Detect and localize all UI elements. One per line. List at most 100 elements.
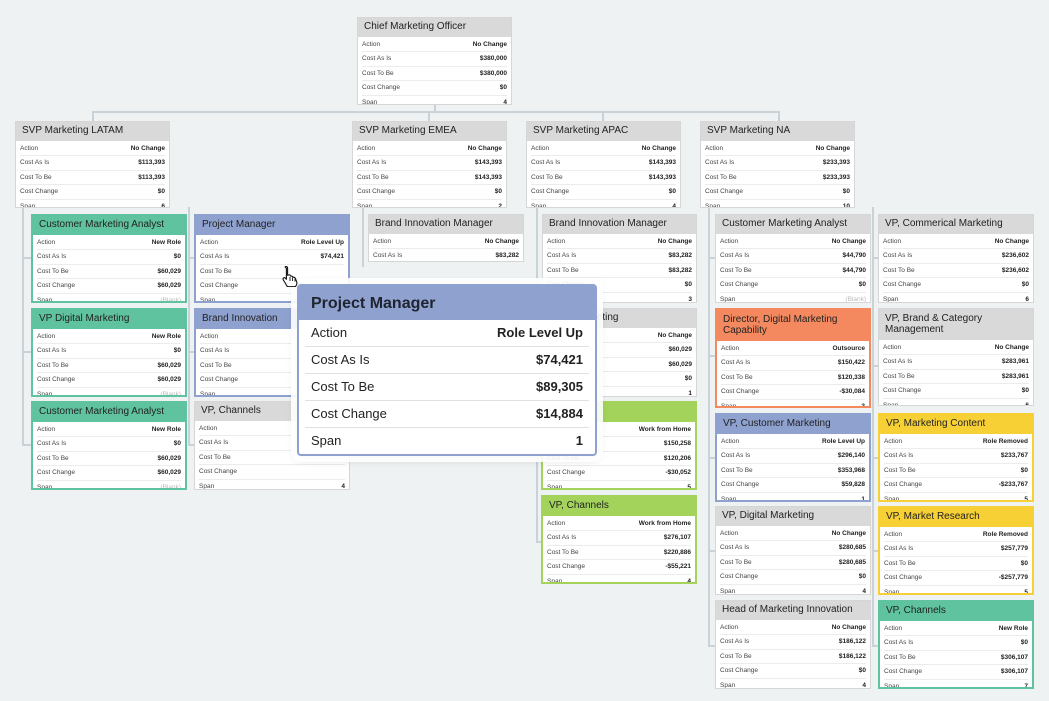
field-label: Span [200, 390, 216, 397]
field-label: Action [362, 41, 381, 48]
field-label: Action [37, 426, 56, 433]
field-value: -$30,052 [665, 469, 691, 477]
field-value: New Role [151, 239, 181, 246]
field-label: Cost As Is [20, 159, 50, 167]
field-value: $113,393 [138, 159, 165, 167]
field-value: $0 [1020, 466, 1028, 474]
field-label: Cost To Be [720, 652, 752, 660]
org-node-title: Head of Marketing Innovation [716, 601, 870, 620]
field-label: Cost Change [531, 188, 569, 196]
org-node-field: Cost Change$0 [362, 81, 507, 96]
field-value: No Change [815, 145, 850, 152]
field-label: Cost Change [200, 376, 238, 384]
field-label: Cost To Be [547, 548, 579, 556]
field-value: No Change [130, 145, 165, 152]
field-label: Cost To Be [200, 267, 232, 275]
field-label: Cost As Is [200, 253, 230, 261]
field-value: $233,393 [822, 173, 850, 181]
field-label: Cost As Is [884, 639, 914, 647]
field-label: Span [721, 402, 737, 408]
field-value: New Role [151, 426, 181, 433]
field-label: Cost To Be [357, 173, 389, 181]
org-node-field: Cost As Is$380,000 [362, 52, 507, 67]
field-value: $74,421 [320, 253, 345, 261]
org-node-field: Cost As Is$233,393 [705, 156, 850, 171]
field-label: Cost To Be [721, 466, 753, 474]
org-node-field: Cost As Is$186,122 [720, 635, 866, 650]
field-label: Cost Change [37, 376, 75, 384]
field-label: Action [37, 239, 56, 246]
org-node-field: Cost As Is$280,685 [720, 541, 866, 556]
field-value: $233,767 [1000, 452, 1028, 460]
org-node-field: Cost To Be$233,393 [705, 171, 850, 186]
field-label: Cost As Is [200, 347, 230, 355]
org-node-field: Cost As Is$233,767 [884, 449, 1028, 464]
field-label: Cost As Is [199, 439, 229, 447]
org-node-title: VP, Channels [880, 602, 1032, 621]
connector-line [872, 365, 879, 367]
field-label: Cost As Is [705, 159, 735, 167]
org-node-title: SVP Marketing LATAM [16, 122, 169, 141]
field-value: (Blank) [160, 483, 181, 490]
connector-line [188, 257, 195, 259]
field-value: $380,000 [479, 69, 507, 77]
org-node-field: Cost As Is$236,602 [883, 249, 1029, 264]
field-label: Cost Change [883, 387, 921, 395]
field-label: Cost Change [884, 574, 922, 582]
popup-title: Project Manager [299, 286, 595, 320]
field-value: No Change [994, 344, 1029, 351]
field-label: Cost To Be [884, 466, 916, 474]
field-label: Action [20, 145, 39, 152]
field-value: $276,107 [663, 534, 691, 542]
field-label: Cost As Is [720, 544, 750, 552]
field-value: $120,338 [837, 373, 865, 381]
field-label: Cost Change [720, 667, 758, 675]
field-value: 7 [1024, 682, 1028, 689]
connector-line [872, 207, 874, 647]
field-value: $280,685 [838, 558, 866, 566]
connector-line [188, 207, 190, 445]
field-value: $0 [858, 667, 866, 675]
field-label: Cost As Is [720, 638, 750, 646]
field-label: Cost To Be [200, 361, 232, 369]
connector-line [22, 207, 24, 445]
org-node-field: Cost To Be$44,790 [720, 264, 866, 279]
org-node-title: Customer Marketing Analyst [33, 403, 185, 422]
field-value: $186,122 [838, 652, 866, 660]
org-node-title: VP, Brand & Category Management [879, 309, 1033, 340]
connector-line [872, 457, 879, 459]
field-value: $60,029 [157, 361, 182, 369]
field-value: $0 [157, 188, 165, 196]
field-label: Cost As Is [547, 252, 577, 260]
